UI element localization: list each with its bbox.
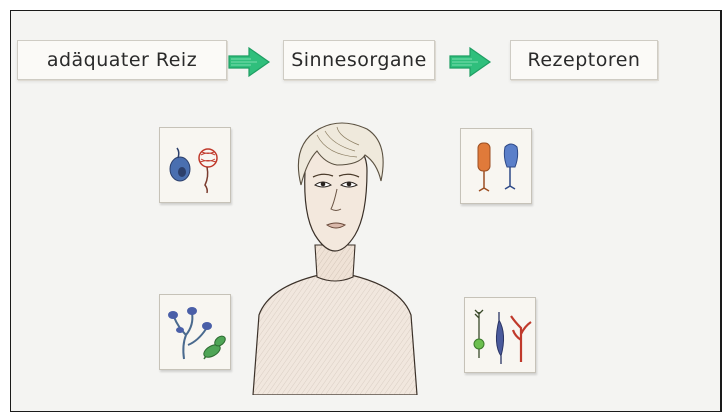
green-arrow-icon xyxy=(227,45,271,79)
whiteboard-frame: adäquater Reiz Sinnesorgane Rezeptoren xyxy=(10,10,722,412)
label-receptors: Rezeptoren xyxy=(510,40,658,80)
green-arrow-icon xyxy=(448,45,492,79)
label-adequate-stimulus-text: adäquater Reiz xyxy=(47,49,197,71)
pacinian-receptor-icon xyxy=(159,127,231,203)
neuron-receptor-icon xyxy=(464,297,536,373)
taste-cell-receptor-icon xyxy=(159,294,231,370)
person-illustration xyxy=(233,115,437,395)
rod-cone-receptor-icon xyxy=(460,128,532,204)
label-receptors-text: Rezeptoren xyxy=(528,49,641,71)
label-adequate-stimulus: adäquater Reiz xyxy=(17,40,227,80)
label-sense-organs: Sinnesorgane xyxy=(283,40,435,80)
label-sense-organs-text: Sinnesorgane xyxy=(291,49,427,71)
